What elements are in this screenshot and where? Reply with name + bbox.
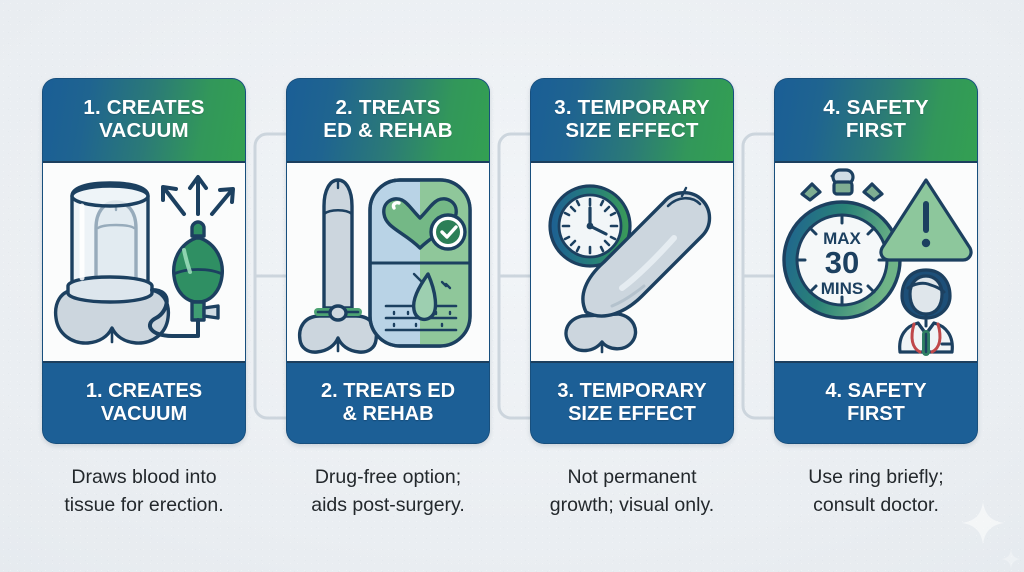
card-header-line-2: VACUUM xyxy=(99,119,189,142)
temporary-size-illustration xyxy=(531,161,733,363)
card-header-line-1: 2. TREATS xyxy=(335,96,441,120)
step-card-creates-vacuum[interactable]: 1. CREATES VACUUM xyxy=(42,78,246,444)
card-caption-temporary-size-effect: Not permanent growth; visual only. xyxy=(516,464,748,519)
stopwatch-label-unit: MINS xyxy=(821,279,864,298)
caption-line-2: consult doctor. xyxy=(813,493,939,516)
caption-line-2: aids post-surgery. xyxy=(311,493,465,516)
card-footer-line-1: 1. CREATES xyxy=(85,380,203,402)
step-card-treats-ed-rehab[interactable]: 2. TREATS ED & REHAB xyxy=(286,78,490,444)
caption-line-2: tissue for erection. xyxy=(64,493,224,516)
card-header-line-2: ED & REHAB xyxy=(323,119,453,142)
card-header-temporary-size-effect: 3. TEMPORARY SIZE EFFECT xyxy=(531,79,733,161)
card-footer-creates-vacuum: 1. CREATES VACUUM xyxy=(43,363,245,443)
stopwatch-label-value: 30 xyxy=(825,245,859,280)
card-caption-safety-first: Use ring briefly; consult doctor. xyxy=(760,464,992,519)
caption-line-1: Draws blood into xyxy=(71,466,217,488)
stopwatch-label-max: MAX xyxy=(823,229,861,248)
card-caption-creates-vacuum: Draws blood into tissue for erection. xyxy=(28,464,260,519)
card-footer-treats-ed-rehab: 2. TREATS ED & REHAB xyxy=(287,363,489,443)
card-header-safety-first: 4. SAFETY FIRST xyxy=(775,79,977,161)
card-footer-line-1: 3. TEMPORARY xyxy=(557,380,707,402)
sparkle-small-icon xyxy=(1001,549,1021,569)
safety-illustration: MAX 30 MINS xyxy=(775,161,977,363)
step-card-safety-first[interactable]: 4. SAFETY FIRST xyxy=(774,78,978,444)
card-header-line-2: SIZE EFFECT xyxy=(565,119,699,142)
card-footer-temporary-size-effect: 3. TEMPORARY SIZE EFFECT xyxy=(531,363,733,443)
caption-line-1: Drug-free option; xyxy=(314,466,462,488)
card-header-treats-ed-rehab: 2. TREATS ED & REHAB xyxy=(287,79,489,161)
card-header-line-1: 3. TEMPORARY xyxy=(554,96,710,120)
card-footer-line-1: 2. TREATS ED xyxy=(320,380,456,402)
caption-line-1: Not permanent xyxy=(567,466,697,488)
card-header-line-1: 4. SAFETY xyxy=(823,96,929,120)
sparkle-icon xyxy=(961,501,1005,545)
card-footer-line-1: 4. SAFETY xyxy=(825,380,927,402)
ed-rehab-illustration xyxy=(287,161,489,363)
caption-line-1: Use ring briefly; xyxy=(808,466,944,488)
card-footer-line-2: FIRST xyxy=(847,403,905,425)
card-header-line-1: 1. CREATES xyxy=(83,96,205,120)
card-footer-safety-first: 4. SAFETY FIRST xyxy=(775,363,977,443)
step-card-temporary-size-effect[interactable]: 3. TEMPORARY SIZE EFFECT xyxy=(530,78,734,444)
card-footer-line-2: & REHAB xyxy=(342,403,434,425)
card-header-creates-vacuum: 1. CREATES VACUUM xyxy=(43,79,245,161)
card-footer-line-2: SIZE EFFECT xyxy=(568,403,696,425)
vacuum-pump-illustration xyxy=(43,161,245,363)
card-header-line-2: FIRST xyxy=(845,119,907,142)
card-footer-line-2: VACUUM xyxy=(100,403,188,425)
card-caption-treats-ed-rehab: Drug-free option; aids post-surgery. xyxy=(272,464,504,519)
caption-line-2: growth; visual only. xyxy=(549,493,715,516)
